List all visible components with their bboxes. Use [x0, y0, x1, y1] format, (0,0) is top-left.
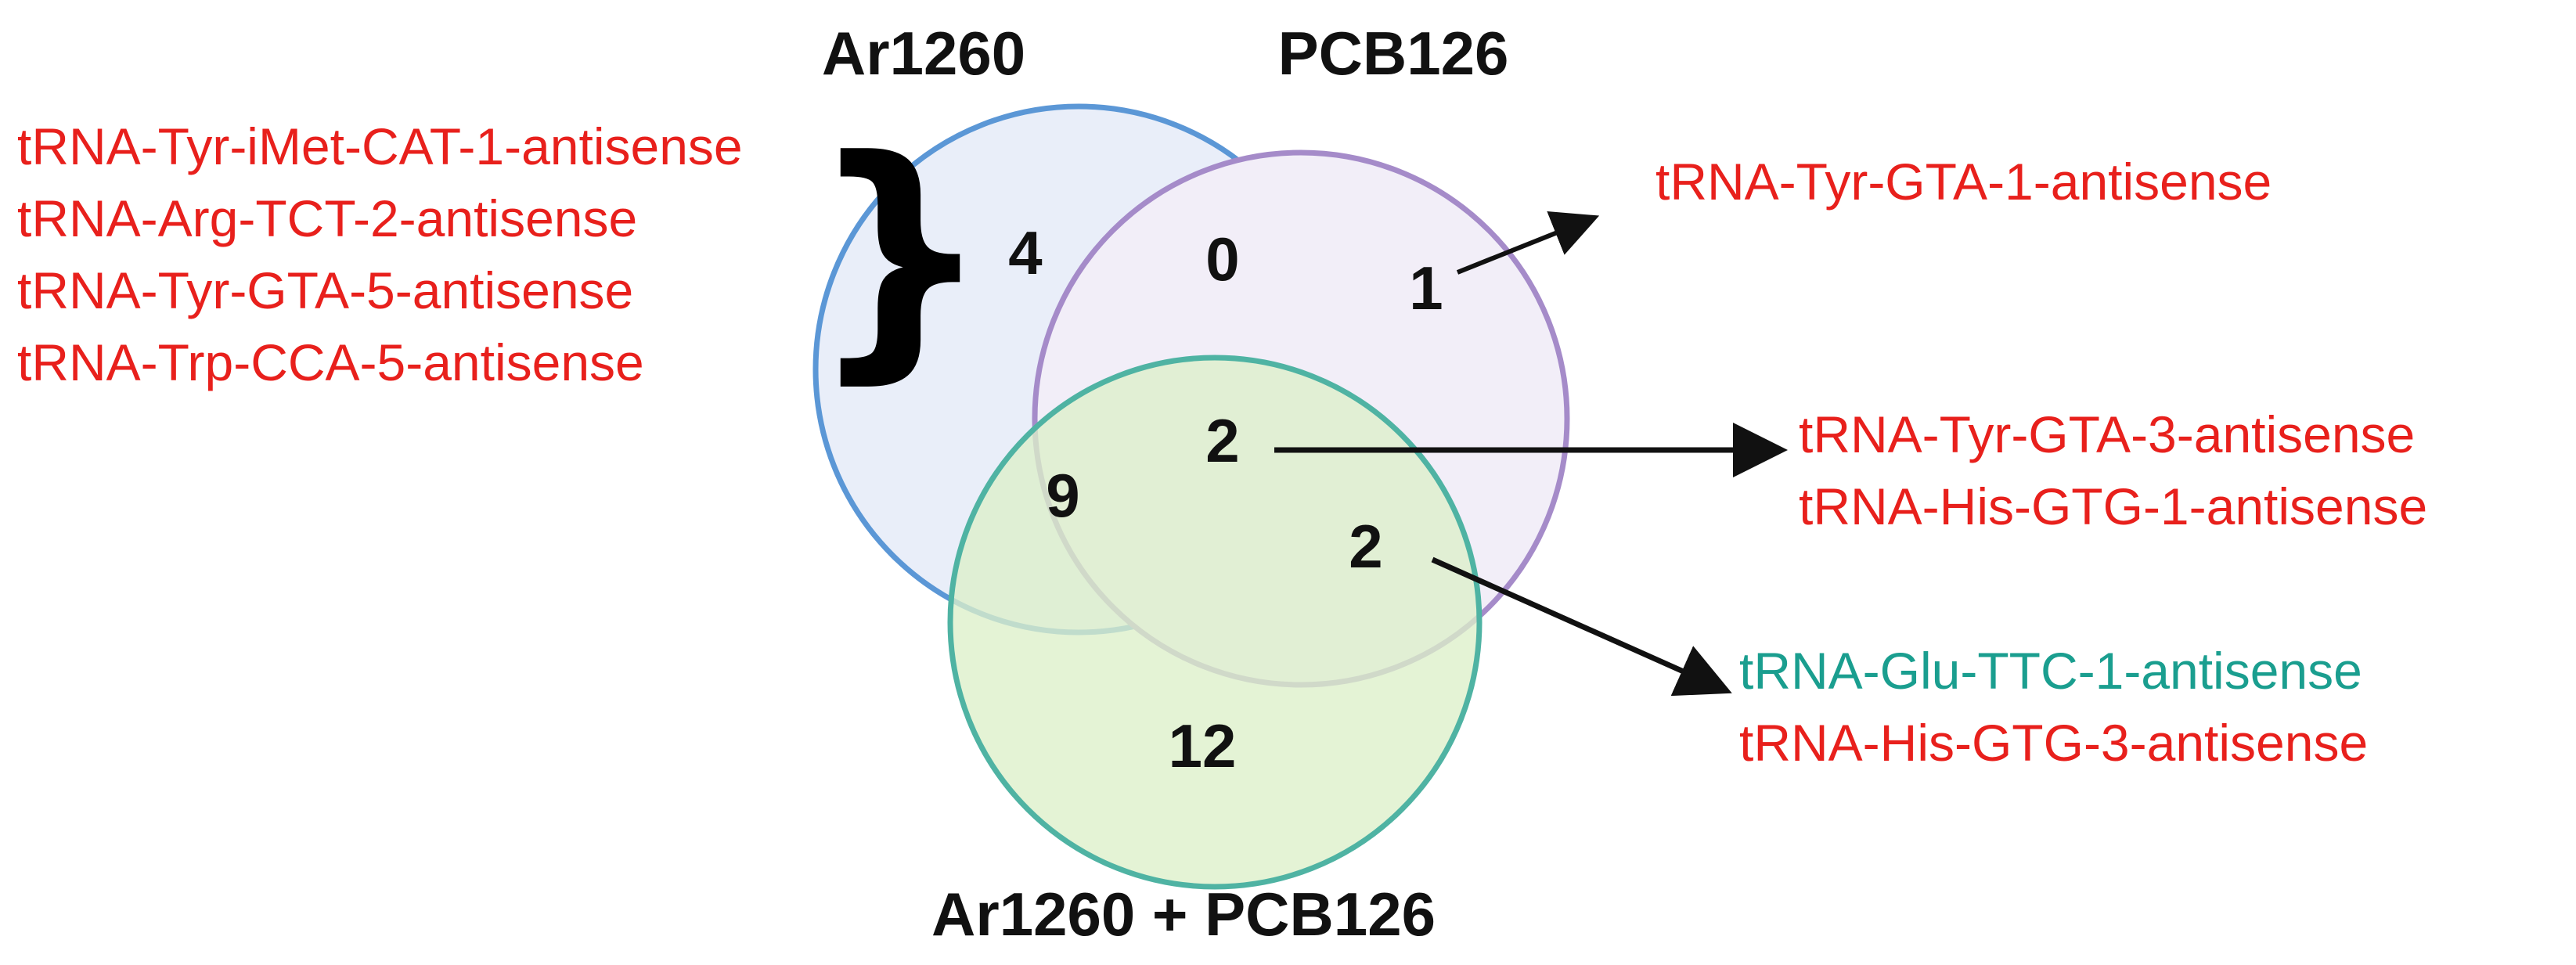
set-title-combo: Ar1260 + PCB126: [931, 880, 1436, 949]
trna-label: tRNA-His-GTG-3-antisense: [1739, 714, 2368, 772]
count-all-three: 2: [1205, 406, 1239, 475]
trna-label: tRNA-Glu-TTC-1-antisense: [1739, 642, 2362, 700]
trna-label: tRNA-Arg-TCT-2-antisense: [17, 189, 637, 247]
annotation-pcb126-combo: tRNA-Glu-TTC-1-antisense tRNA-His-GTG-3-…: [1739, 642, 2368, 772]
set-title-pcb126: PCB126: [1278, 19, 1509, 88]
arrows: [1274, 211, 1788, 697]
count-combo-only: 12: [1169, 711, 1237, 780]
count-ar1260-pcb126: 0: [1205, 225, 1239, 293]
set-title-ar1260: Ar1260: [822, 19, 1025, 88]
count-pcb126-combo: 2: [1349, 512, 1382, 581]
trna-label: tRNA-His-GTG-1-antisense: [1799, 477, 2427, 535]
trna-label: tRNA-Tyr-iMet-CAT-1-antisense: [17, 117, 743, 175]
arrow-pcb126-only: [1456, 211, 1600, 275]
brace-icon: }: [809, 105, 993, 405]
count-ar1260-combo: 9: [1046, 461, 1079, 530]
combo-circle: [947, 355, 1483, 890]
annotation-pcb126-only: tRNA-Tyr-GTA-1-antisense: [1655, 153, 2272, 211]
arrow-pcb126-combo: [1431, 556, 1732, 697]
annotation-all-three: tRNA-Tyr-GTA-3-antisense tRNA-His-GTG-1-…: [1799, 405, 2427, 535]
trna-label: tRNA-Tyr-GTA-3-antisense: [1799, 405, 2415, 463]
trna-label: tRNA-Trp-CCA-5-antisense: [17, 333, 644, 391]
trna-label: tRNA-Tyr-GTA-5-antisense: [17, 261, 633, 319]
count-pcb126-only: 1: [1409, 254, 1443, 322]
annotation-ar1260-only: tRNA-Tyr-iMet-CAT-1-antisense tRNA-Arg-T…: [17, 117, 743, 391]
set-circles: [812, 103, 1570, 890]
count-ar1260-only: 4: [1008, 218, 1042, 287]
trna-label: tRNA-Tyr-GTA-1-antisense: [1655, 153, 2272, 211]
